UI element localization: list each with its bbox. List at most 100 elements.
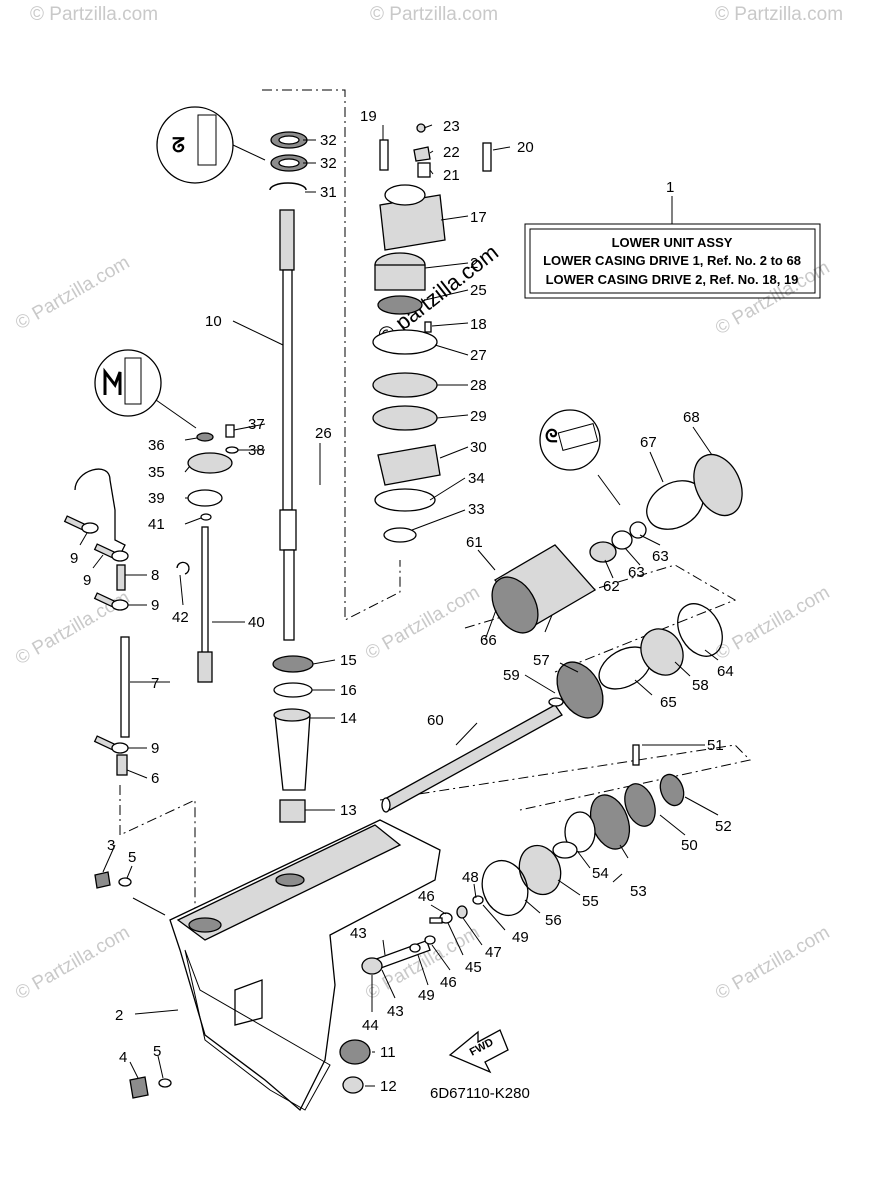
callout-28: 28	[470, 377, 487, 394]
callout-16: 16	[340, 682, 357, 699]
callout-15: 15	[340, 652, 357, 669]
svg-text:ᘓ: ᘓ	[545, 426, 558, 446]
lubricant-callout-circles: ᘔ ᘓ	[94, 106, 621, 506]
callout-63: 63	[628, 564, 645, 581]
watermark: © Partzilla.com	[12, 587, 133, 669]
callout-13: 13	[340, 802, 357, 819]
water-pump-assembly	[372, 123, 492, 543]
callout-46b: 46	[440, 974, 457, 991]
callout-27: 27	[470, 347, 487, 364]
callout-29: 29	[470, 408, 487, 425]
callout-7: 7	[151, 675, 159, 692]
callout-9d: 9	[151, 740, 159, 757]
callout-58: 58	[692, 677, 709, 694]
callout-18: 18	[470, 316, 487, 333]
callout-38: 38	[248, 442, 265, 459]
callout-31: 31	[320, 184, 337, 201]
callout-66: 66	[480, 632, 497, 649]
callout-47: 47	[485, 944, 502, 961]
callout-49b: 49	[512, 929, 529, 946]
callout-43b: 43	[387, 1003, 404, 1020]
callout-36: 36	[148, 437, 165, 454]
callout-37: 37	[248, 416, 265, 433]
callout-60: 60	[427, 712, 444, 729]
callout-21: 21	[443, 167, 460, 184]
callout-19: 19	[360, 108, 377, 125]
callout-51: 51	[707, 737, 724, 754]
watermark: © Partzilla.com	[712, 922, 833, 1004]
watermark: © Partzilla.com	[12, 922, 133, 1004]
shift-rod-assembly	[63, 424, 239, 776]
callout-10: 10	[205, 313, 222, 330]
callout-42: 42	[172, 609, 189, 626]
callout-2: 2	[115, 1007, 123, 1024]
callout-45: 45	[465, 959, 482, 976]
svg-text:ᘔ: ᘔ	[172, 135, 185, 157]
callout-11: 11	[380, 1044, 396, 1061]
callout-63b: 63	[652, 548, 669, 565]
callout-39: 39	[148, 490, 165, 507]
callout-30: 30	[470, 439, 487, 456]
callout-46: 46	[418, 888, 435, 905]
callout-64: 64	[717, 663, 734, 680]
callout-62: 62	[603, 578, 620, 595]
callout-4: 4	[119, 1049, 127, 1066]
callout-41: 41	[148, 516, 165, 533]
assembly-line-2: LOWER CASING DRIVE 2, Ref. No. 18, 19	[546, 272, 799, 287]
callout-3: 3	[107, 837, 115, 854]
watermark: © Partzilla.com	[712, 582, 833, 664]
callout-57: 57	[533, 652, 550, 669]
diagram-code: 6D67110-K280	[430, 1085, 530, 1102]
callout-53: 53	[630, 883, 647, 900]
callout-numbers: 1 2 3 4 5 5 6 7 8 9 9 9 9 10 11 12 13 14…	[70, 108, 734, 1095]
callout-9b: 9	[83, 572, 91, 589]
callout-6: 6	[151, 770, 159, 787]
callout-34: 34	[468, 470, 485, 487]
assembly-title: LOWER UNIT ASSY	[612, 235, 733, 250]
lower-casing	[169, 819, 441, 1112]
callout-54: 54	[592, 865, 609, 882]
watermark: © Partzilla.com	[30, 4, 158, 25]
callout-12: 12	[380, 1078, 397, 1095]
callout-48: 48	[462, 869, 479, 886]
callout-40: 40	[248, 614, 265, 631]
callout-24: 2	[470, 255, 478, 272]
callout-20: 20	[517, 139, 534, 156]
callout-5: 5	[128, 849, 136, 866]
callout-14: 14	[340, 710, 357, 727]
callout-5b: 5	[153, 1043, 161, 1060]
callout-43: 43	[350, 925, 367, 942]
callout-leaders	[79, 124, 719, 1087]
callout-55: 55	[582, 893, 599, 910]
drive-shaft	[232, 209, 297, 641]
watermark: © Partzilla.com	[370, 4, 498, 25]
callout-32: 32	[320, 132, 337, 149]
callout-25: 25	[470, 282, 487, 299]
callout-23: 23	[443, 118, 460, 135]
callout-52: 52	[715, 818, 732, 835]
callout-32b: 32	[320, 155, 337, 172]
forward-direction-arrow: FWD	[448, 1029, 509, 1074]
watermark: © Partzilla.com	[362, 582, 483, 664]
callout-56: 56	[545, 912, 562, 929]
callout-35: 35	[148, 464, 165, 481]
callout-49: 49	[418, 987, 435, 1004]
callout-44: 44	[362, 1017, 379, 1034]
propeller-shaft-gears	[339, 453, 743, 1094]
callout-1: 1	[666, 179, 674, 196]
callout-8: 8	[151, 567, 159, 584]
watermark: © Partzilla.com	[12, 252, 133, 334]
grease-icon-circle	[156, 106, 234, 184]
callout-26: 26	[315, 425, 332, 442]
callout-9c: 9	[151, 597, 159, 614]
callout-22: 22	[443, 144, 460, 161]
assembly-line-1: LOWER CASING DRIVE 1, Ref. No. 2 to 68	[543, 253, 801, 268]
callout-17: 17	[470, 209, 487, 226]
callout-67: 67	[640, 434, 657, 451]
callout-33: 33	[468, 501, 485, 518]
callout-50: 50	[681, 837, 698, 854]
callout-61: 61	[466, 534, 483, 551]
watermark: © Partzilla.com	[715, 4, 843, 25]
callout-68: 68	[683, 409, 700, 426]
